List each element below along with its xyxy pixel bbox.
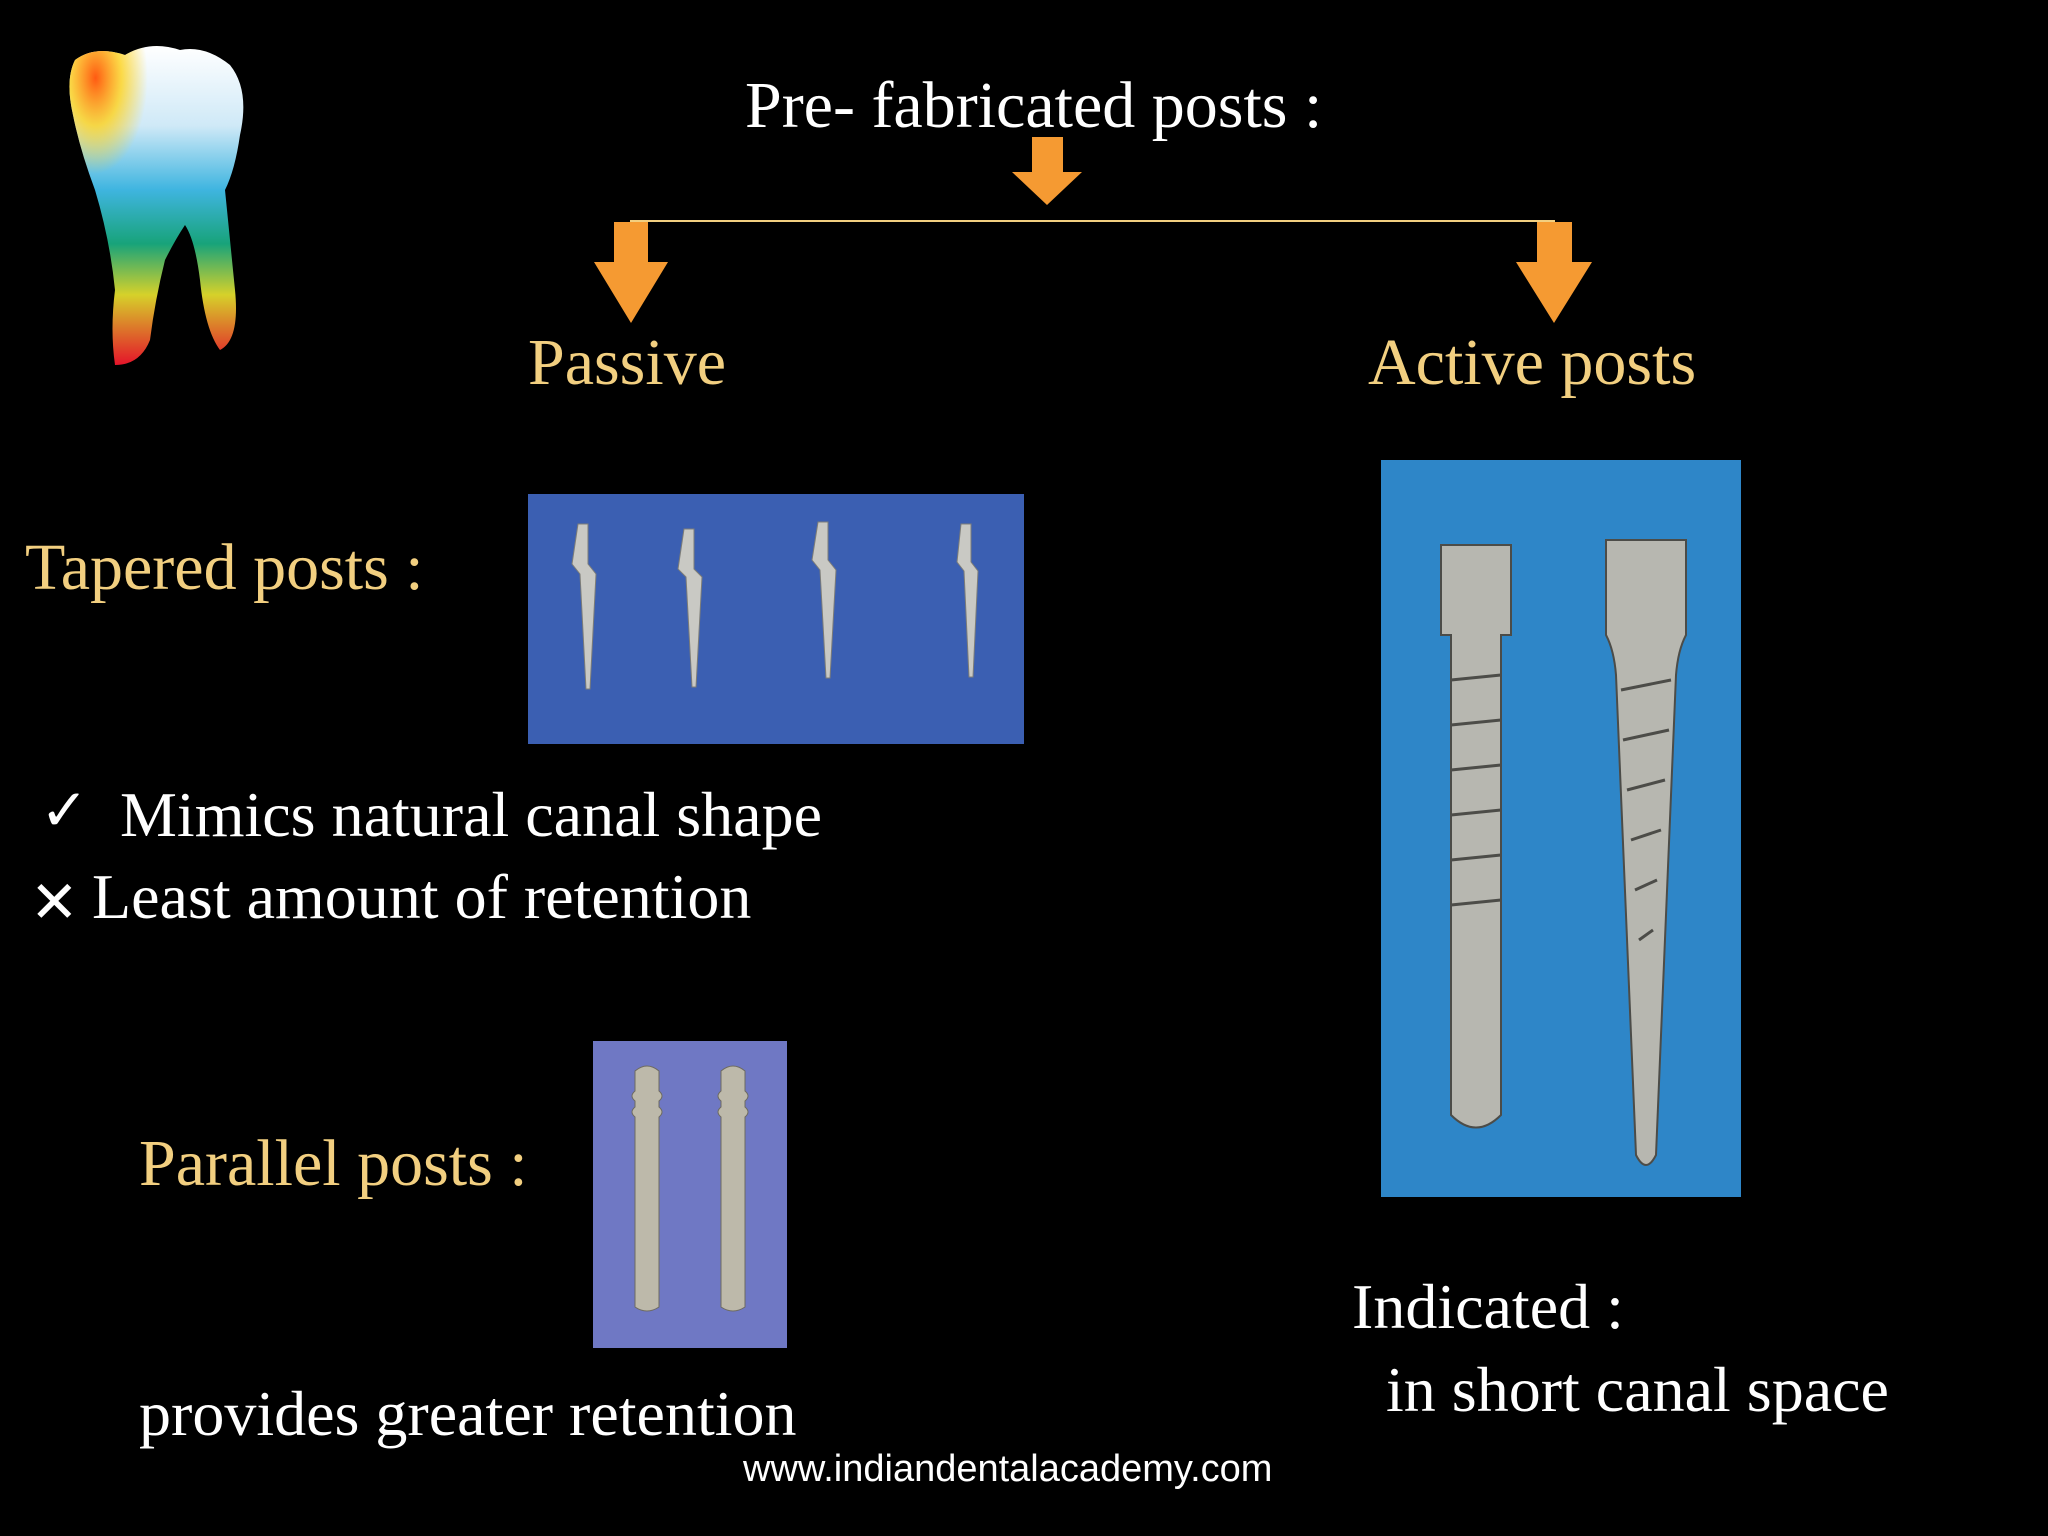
footer-url: www.indiandentalacademy.com: [743, 1448, 1273, 1490]
down-arrow-icon: [1516, 222, 1592, 323]
passive-heading: Passive: [528, 326, 726, 399]
tapered-posts-image: [528, 494, 1024, 744]
cross-icon: ✕: [30, 868, 79, 936]
active-posts-heading: Active posts: [1368, 326, 1697, 399]
check-icon: ✓: [40, 776, 89, 844]
hierarchy-connector: [594, 137, 1592, 323]
tapered-pro-text: Mimics natural canal shape: [120, 779, 822, 850]
tooth-logo-icon: [69, 46, 244, 365]
parallel-note-text: provides greater retention: [139, 1378, 797, 1449]
down-arrow-icon: [594, 222, 668, 323]
tapered-con-text: Least amount of retention: [92, 861, 752, 932]
down-arrow-icon: [1012, 137, 1082, 205]
tapered-posts-label: Tapered posts :: [25, 531, 424, 604]
parallel-posts-label: Parallel posts :: [139, 1127, 528, 1200]
parallel-posts-image: [593, 1041, 787, 1348]
active-posts-image: [1381, 460, 1741, 1197]
page-title: Pre- fabricated posts :: [745, 69, 1323, 142]
indicated-text: in short canal space: [1370, 1354, 1889, 1425]
indicated-label: Indicated :: [1352, 1271, 1624, 1342]
